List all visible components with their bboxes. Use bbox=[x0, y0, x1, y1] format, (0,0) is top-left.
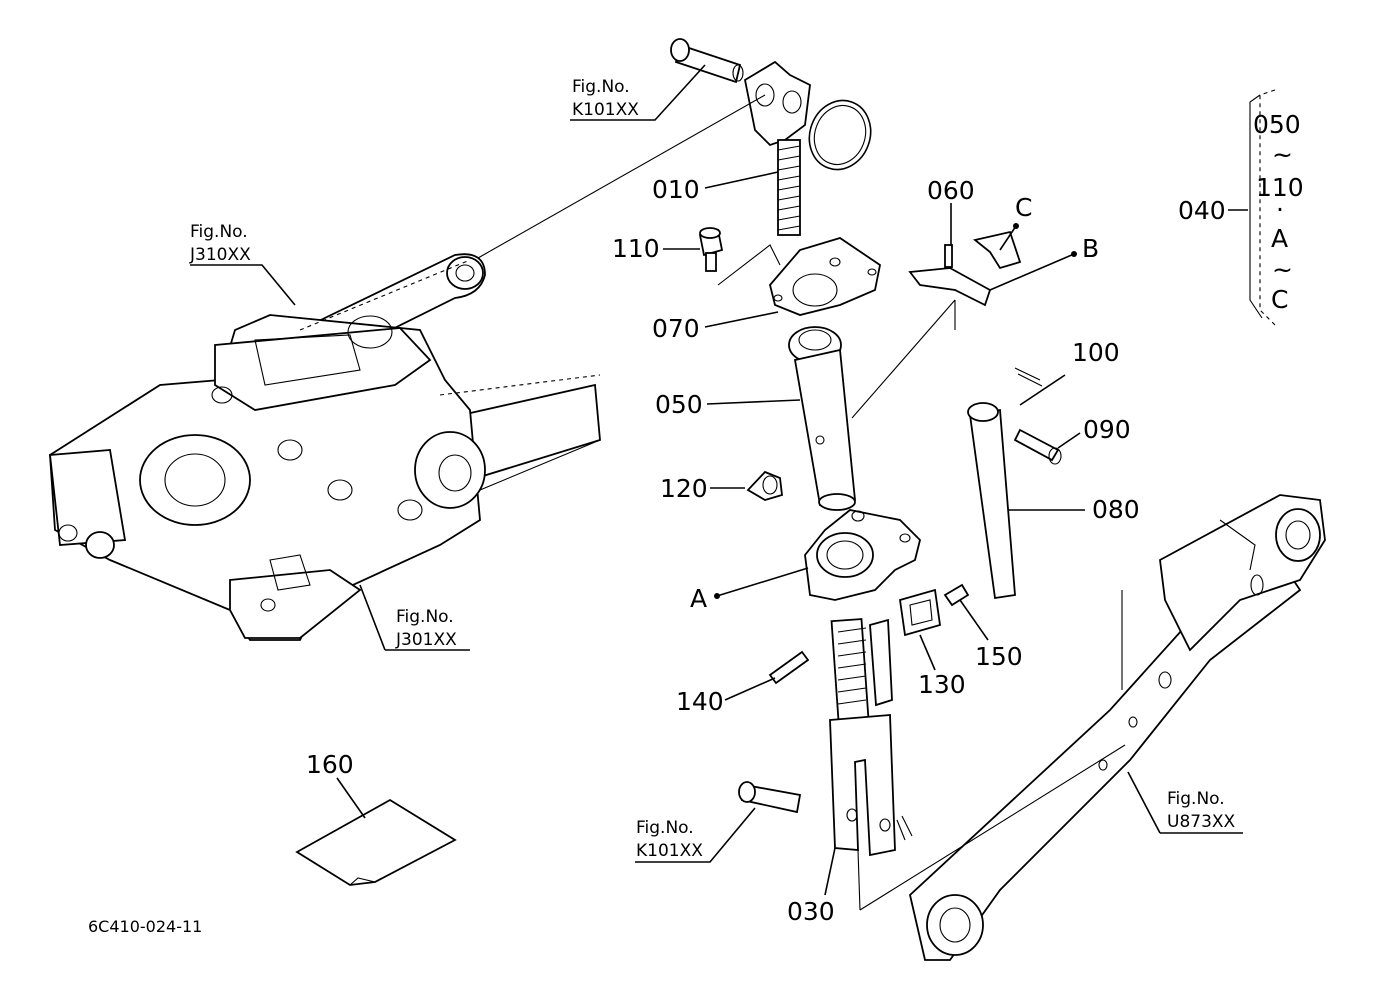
drawing-code: 6C410-024-11 bbox=[88, 917, 202, 936]
bolt-110-drawing bbox=[698, 227, 724, 272]
fig-ref-housing-arm-line2: J310XX bbox=[189, 245, 251, 265]
callout-110: 110 bbox=[612, 234, 660, 263]
fig-ref-lower-link-line1: Fig.No. bbox=[1167, 789, 1225, 809]
assembly-group-item-2: ~ bbox=[1272, 140, 1293, 169]
assembly-group-item-4: · bbox=[1276, 195, 1284, 224]
lever-parts-drawing bbox=[908, 230, 1022, 307]
rod-080-drawing bbox=[967, 367, 1062, 600]
assembly-group-item-1: 050 bbox=[1253, 110, 1301, 139]
fig-ref-bottom-pin-line1: Fig.No. bbox=[636, 818, 694, 838]
lift-shaft-drawing bbox=[788, 326, 856, 511]
callout-070: 070 bbox=[652, 314, 700, 343]
callout-140: 140 bbox=[676, 687, 724, 716]
assembly-group-item-3: 110 bbox=[1256, 173, 1304, 202]
figure-reference-labels: Fig.No. K101XX Fig.No. J310XX Fig.No. J3… bbox=[189, 77, 1236, 861]
fig-ref-housing-arm-line1: Fig.No. bbox=[190, 222, 248, 242]
lower-rod-clevis-drawing bbox=[738, 618, 913, 857]
bracket-a-drawing bbox=[804, 509, 921, 601]
cover-plate-drawing bbox=[769, 237, 881, 316]
lower-rod-threads bbox=[837, 627, 867, 705]
leader-lines bbox=[190, 64, 1276, 911]
assembly-group-item-6: ~ bbox=[1272, 255, 1293, 284]
assembly-group-item-5: A bbox=[1271, 224, 1288, 253]
fig-ref-lower-link-line2: U873XX bbox=[1167, 812, 1236, 832]
fig-ref-top-left-line1: Fig.No. bbox=[572, 77, 630, 97]
part-number-callouts: 010 060 C B 110 070 050 120 100 090 080 … bbox=[306, 175, 1140, 926]
fig-ref-bottom-pin-line2: K101XX bbox=[636, 841, 703, 861]
assembly-group-040: 040 050 ~ 110 · A ~ C bbox=[1178, 110, 1304, 314]
callout-130: 130 bbox=[918, 670, 966, 699]
callout-a: A bbox=[690, 584, 707, 613]
callout-100: 100 bbox=[1072, 338, 1120, 367]
fig-ref-housing-body-line1: Fig.No. bbox=[396, 607, 454, 627]
callout-120: 120 bbox=[660, 474, 708, 503]
callout-160: 160 bbox=[306, 750, 354, 779]
top-link-rod-drawing bbox=[670, 38, 872, 236]
fig-ref-top-left-line2: K101XX bbox=[572, 100, 639, 120]
lower-link-drawing bbox=[909, 494, 1326, 961]
callout-080: 080 bbox=[1092, 495, 1140, 524]
callout-090: 090 bbox=[1083, 415, 1131, 444]
fig-ref-housing-body-line2: J301XX bbox=[395, 630, 457, 650]
grease-nipple-drawing bbox=[746, 470, 783, 501]
callout-c: C bbox=[1015, 193, 1032, 222]
callout-030: 030 bbox=[787, 897, 835, 926]
assembly-group-item-7: C bbox=[1271, 285, 1288, 314]
spring-pin-drawing bbox=[768, 650, 810, 685]
callout-010: 010 bbox=[652, 175, 700, 204]
callout-150: 150 bbox=[975, 642, 1023, 671]
clip-130-drawing bbox=[898, 583, 970, 637]
callout-060: 060 bbox=[927, 176, 975, 205]
decal-drawing bbox=[295, 798, 457, 886]
rod-threads bbox=[777, 145, 801, 231]
callout-b: B bbox=[1082, 234, 1099, 263]
assembly-group-label: 040 bbox=[1178, 196, 1226, 225]
hydraulic-housing-drawing bbox=[49, 253, 601, 641]
callout-050: 050 bbox=[655, 390, 703, 419]
